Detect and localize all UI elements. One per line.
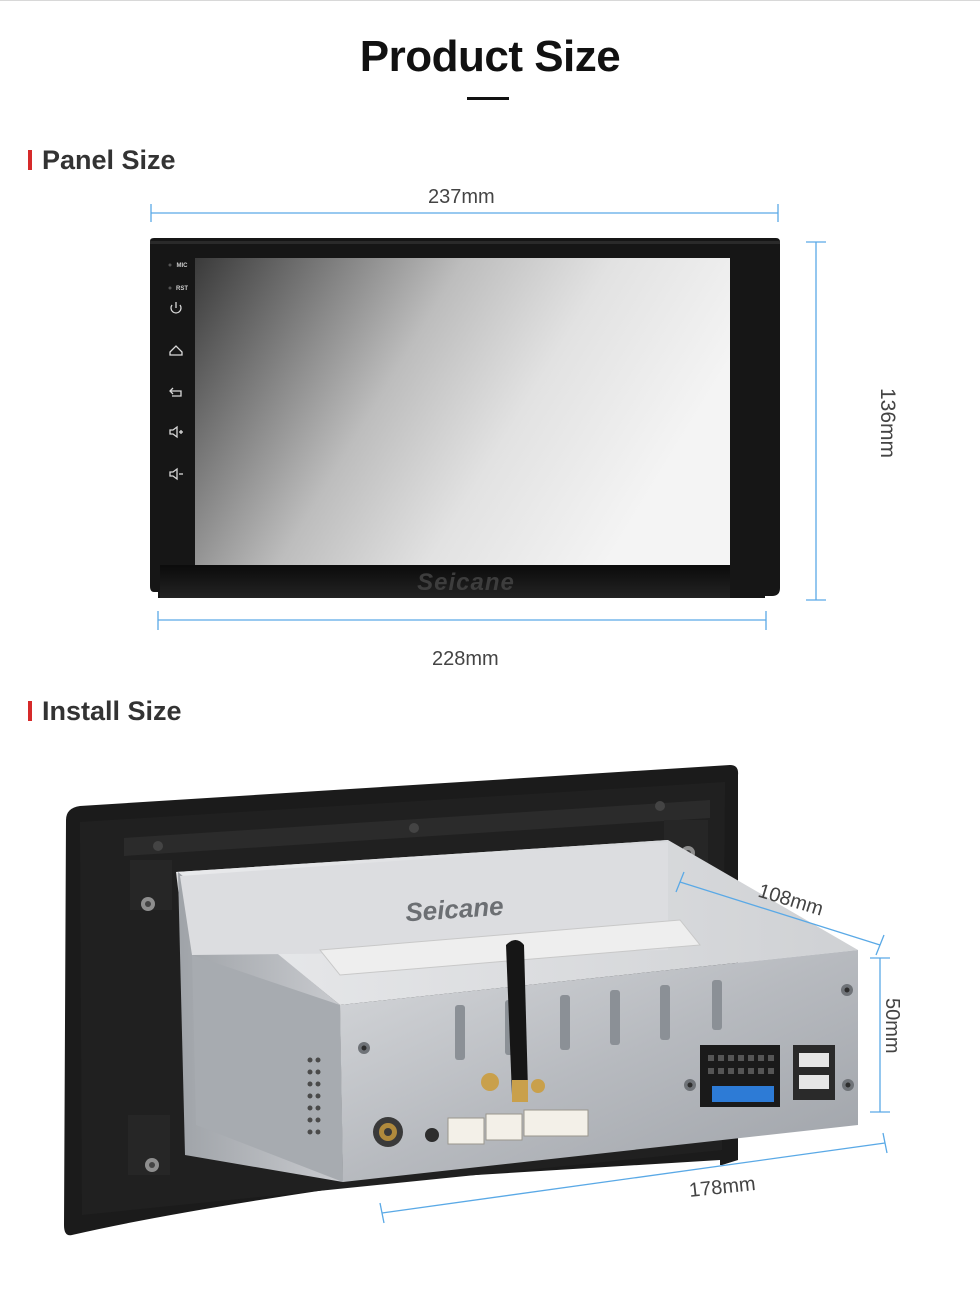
section-marker xyxy=(28,701,32,721)
dimension-top-width: 237mm xyxy=(428,186,495,208)
section-label-panel: Panel Size xyxy=(42,145,176,175)
section-label-install: Install Size xyxy=(42,696,182,726)
chassis-logo: Seicane xyxy=(404,891,504,928)
dimension-install-height: 50mm xyxy=(881,998,903,1054)
gps-connector xyxy=(481,1073,499,1091)
panel-dimension-lines xyxy=(150,204,826,630)
fuse xyxy=(712,1086,774,1102)
title-underline xyxy=(467,97,509,100)
mic-label: MIC xyxy=(177,263,189,269)
connector xyxy=(523,1109,589,1137)
top-divider xyxy=(0,0,980,1)
dimension-bottom-width: 228mm xyxy=(432,648,499,670)
volume-up-icon xyxy=(169,425,183,439)
section-heading-panel: Panel Size xyxy=(28,145,176,176)
section-heading-install: Install Size xyxy=(28,696,182,727)
dimension-panel-height: 136mm xyxy=(876,388,899,459)
section-marker xyxy=(28,150,32,170)
home-icon xyxy=(169,345,183,356)
connector xyxy=(485,1113,523,1141)
antenna xyxy=(506,940,528,1095)
rst-label: RST xyxy=(176,286,188,292)
screw-icon xyxy=(358,984,854,1091)
front-panel: Seicane MIC RST xyxy=(150,238,780,598)
display-screen xyxy=(195,258,730,565)
install-dimension-lines xyxy=(379,871,890,1224)
page-title: Product Size xyxy=(359,32,621,81)
panel-logo: Seicane xyxy=(417,569,515,596)
power-icon xyxy=(170,302,182,314)
volume-down-icon xyxy=(169,467,183,481)
connector xyxy=(447,1117,485,1145)
back-icon xyxy=(169,387,182,397)
chassis: Seicane xyxy=(176,840,858,1182)
